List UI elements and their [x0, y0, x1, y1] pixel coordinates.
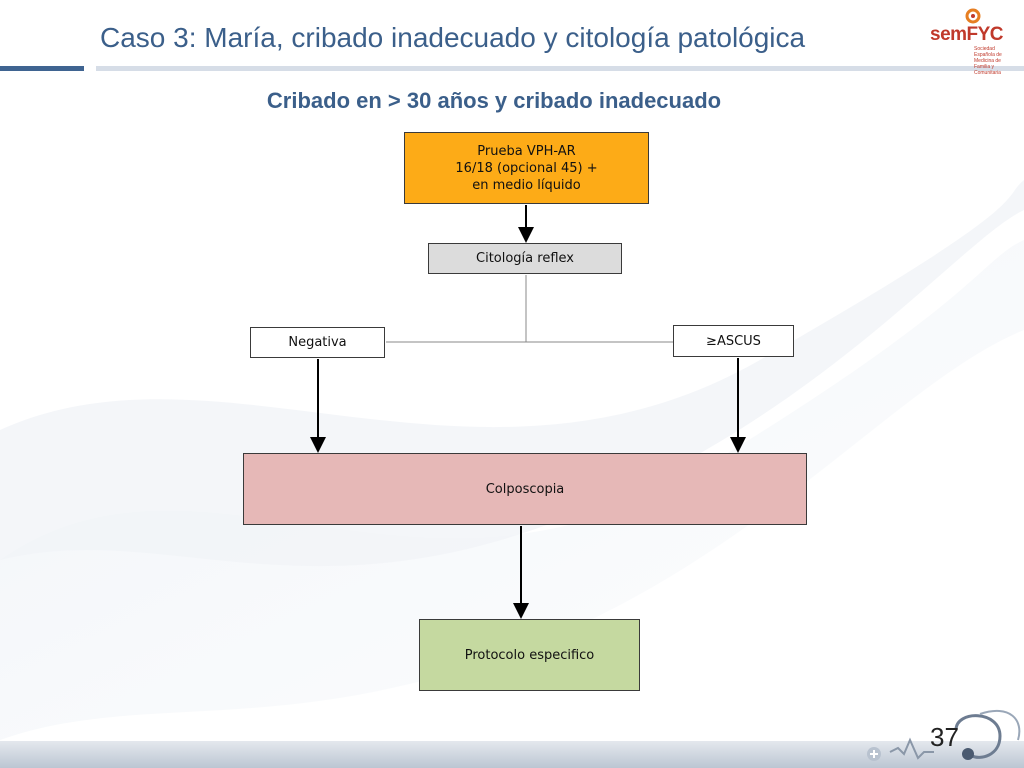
node-prueba-vph: Prueba VPH-AR 16/18 (opcional 45) + en m… [404, 132, 649, 204]
page-number: 37 [930, 722, 959, 752]
node-citologia-reflex: Citología reflex [428, 243, 622, 274]
section-subtitle: Cribado en > 30 años y cribado inadecuad… [266, 88, 722, 113]
logo-text: semFYC [930, 24, 1004, 45]
slide-title: Caso 3: María, cribado inadecuado y cito… [100, 22, 806, 53]
node-negativa: Negativa [250, 327, 385, 358]
footer-bar [0, 741, 1024, 768]
stethoscope-icon [867, 709, 1021, 761]
node-colposcopia: Colposcopia [243, 453, 807, 525]
semfyc-logo: semFYC Sociedad Española de Medicina de … [930, 8, 1016, 76]
node-protocolo-especifico: Protocolo especifico [419, 619, 640, 691]
node-vph-line1: Prueba VPH-AR [477, 143, 576, 159]
node-vph-line3: en medio líquido [472, 177, 581, 193]
title-rule [96, 66, 1024, 71]
logo-subtext: Sociedad Española de Medicina de Familia… [974, 46, 1002, 76]
logo-mark-icon [965, 8, 981, 24]
node-ascus: ≥ASCUS [673, 325, 794, 357]
node-vph-line2: 16/18 (opcional 45) + [455, 160, 598, 176]
title-rule-accent [0, 66, 84, 71]
